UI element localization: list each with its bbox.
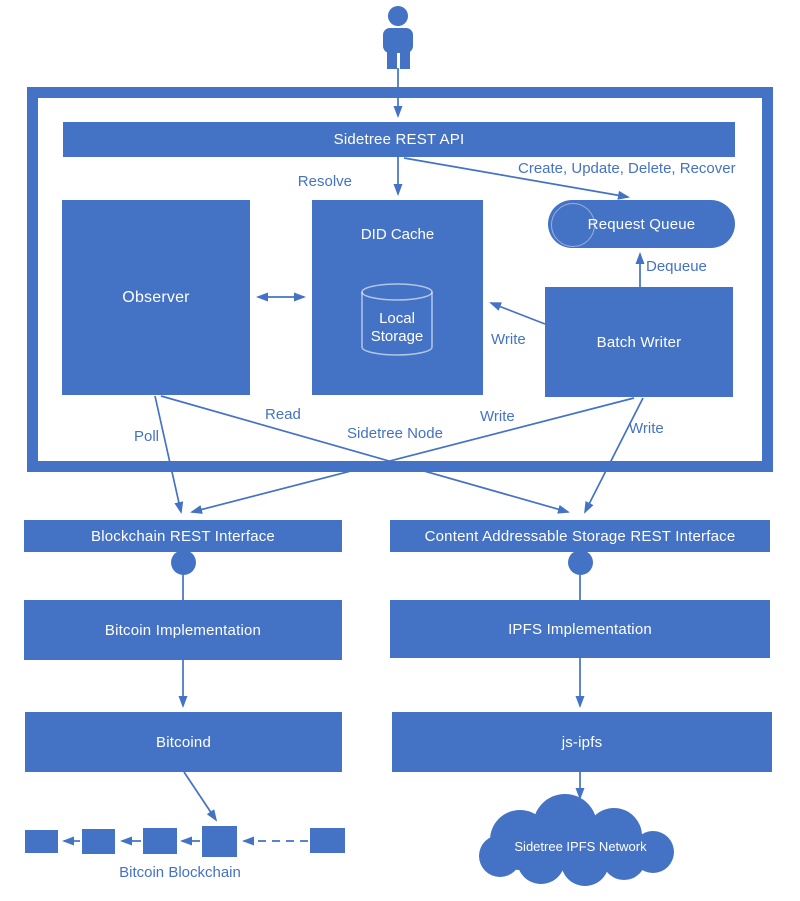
observer-box: Observer bbox=[62, 200, 250, 395]
blockchain-block bbox=[310, 828, 345, 853]
edge-label-write-cas: Write bbox=[629, 420, 664, 437]
js-ipfs-bar: js-ipfs bbox=[392, 712, 772, 772]
cas-interface-connector bbox=[568, 550, 593, 575]
edge-label-resolve: Resolve bbox=[297, 173, 352, 190]
cas-rest-interface-bar: Content Addressable Storage REST Interfa… bbox=[390, 520, 770, 552]
edge-label-poll: Poll bbox=[134, 428, 160, 445]
blockchain-rest-interface-label: Blockchain REST Interface bbox=[91, 527, 275, 545]
blockchain-block bbox=[25, 830, 58, 853]
did-cache-label: DID Cache bbox=[360, 226, 435, 243]
ipfs-implementation-bar: IPFS Implementation bbox=[390, 600, 770, 658]
observer-label: Observer bbox=[122, 288, 190, 306]
edge-label-create-update-delete-recover: Create, Update, Delete, Recover bbox=[518, 160, 736, 177]
bitcoind-label: Bitcoind bbox=[156, 733, 211, 751]
local-storage-cylinder: Local Storage bbox=[360, 282, 434, 358]
local-storage-label: Local Storage bbox=[370, 310, 424, 345]
cas-rest-interface-label: Content Addressable Storage REST Interfa… bbox=[424, 527, 736, 545]
sidetree-rest-api-bar: Sidetree REST API bbox=[63, 122, 735, 157]
bitcoin-blockchain-label: Bitcoin Blockchain bbox=[119, 864, 241, 881]
bitcoin-implementation-label: Bitcoin Implementation bbox=[104, 621, 262, 639]
edge-label-write-blockchain: Write bbox=[480, 408, 515, 425]
request-queue: Request Queue bbox=[548, 200, 735, 248]
arrow-bitcoind-to-chain bbox=[183, 771, 218, 822]
request-queue-label: Request Queue bbox=[587, 215, 696, 233]
js-ipfs-label: js-ipfs bbox=[561, 733, 603, 751]
did-cache-box: DID Cache Local Storage bbox=[312, 200, 483, 395]
edge-label-dequeue: Dequeue bbox=[646, 258, 707, 275]
edge-label-read: Read bbox=[265, 406, 301, 423]
sidetree-rest-api-label: Sidetree REST API bbox=[333, 131, 465, 148]
batch-writer-box: Batch Writer bbox=[545, 287, 733, 397]
blockchain-block bbox=[82, 829, 115, 854]
person-icon bbox=[383, 6, 413, 69]
sidetree-ipfs-network-label: Sidetree IPFS Network bbox=[514, 839, 647, 854]
cylinder-shape bbox=[361, 283, 433, 356]
queue-cap-ellipse bbox=[551, 203, 595, 247]
bitcoind-bar: Bitcoind bbox=[25, 712, 342, 772]
sidetree-node-title: Sidetree Node bbox=[347, 425, 443, 442]
bitcoin-implementation-bar: Bitcoin Implementation bbox=[24, 600, 342, 660]
blockchain-block bbox=[143, 828, 177, 854]
blockchain-rest-interface-bar: Blockchain REST Interface bbox=[24, 520, 342, 552]
ipfs-implementation-label: IPFS Implementation bbox=[508, 620, 652, 638]
blockchain-interface-connector bbox=[171, 550, 196, 575]
edge-label-write-cache: Write bbox=[491, 331, 526, 348]
blockchain-block bbox=[202, 826, 237, 857]
batch-writer-label: Batch Writer bbox=[596, 333, 682, 351]
